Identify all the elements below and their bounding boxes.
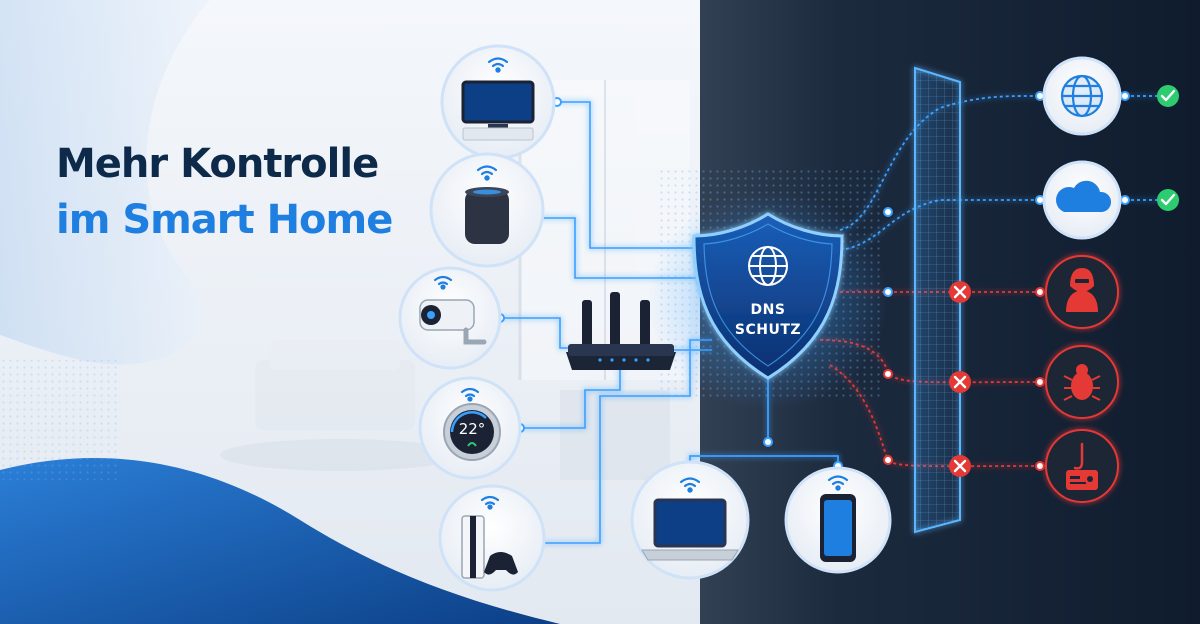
thermostat-device — [418, 376, 522, 480]
hacker-destination — [1045, 255, 1119, 329]
wifi-icon — [433, 275, 453, 290]
blocked-marker-icon — [949, 281, 971, 303]
headline-line-2: im Smart Home — [56, 197, 393, 243]
cloud-icon — [1056, 180, 1112, 212]
phishing-destination — [1045, 429, 1119, 503]
smart-speaker-device — [429, 152, 545, 268]
shield-label: DNS SCHUTZ — [716, 300, 820, 340]
headline-line-1: Mehr Kontrolle — [56, 141, 379, 187]
globe-icon — [748, 246, 788, 286]
router-icon — [566, 292, 676, 370]
game-console-icon — [461, 515, 518, 579]
security-camera-device — [398, 266, 502, 370]
globe-icon — [1060, 74, 1104, 118]
laptop-icon — [641, 498, 739, 561]
game-console-device — [438, 484, 546, 592]
tv-device — [440, 44, 556, 160]
security-camera-icon — [419, 299, 487, 345]
wifi-icon — [827, 475, 849, 491]
smart-speaker-icon — [465, 187, 509, 244]
smartphone-icon — [820, 494, 856, 562]
decorative-wave-light — [0, 0, 210, 365]
thermostat-icon — [443, 403, 501, 461]
malware-destination — [1045, 345, 1119, 419]
allowed-check-icon — [1157, 189, 1179, 211]
dns-shield-icon — [648, 190, 888, 410]
decorative-wave-dark — [0, 458, 560, 624]
wifi-icon — [679, 477, 701, 493]
hacker-icon — [1066, 268, 1098, 312]
laptop-device — [630, 460, 750, 580]
firewall-wall — [914, 66, 961, 534]
wifi-icon — [476, 165, 498, 181]
shield-label-line-1: DNS — [750, 302, 786, 318]
wifi-icon — [460, 387, 480, 402]
wifi-icon — [487, 57, 509, 73]
internet-destination — [1042, 56, 1122, 136]
thermostat-temperature: 22° — [458, 420, 486, 438]
smartphone-device — [784, 466, 892, 574]
tv-icon — [461, 80, 535, 141]
allowed-check-icon — [1157, 85, 1179, 107]
blocked-marker-icon — [949, 371, 971, 393]
cloud-destination — [1042, 160, 1122, 240]
shield-label-line-2: SCHUTZ — [734, 322, 802, 338]
wifi-icon — [480, 495, 500, 510]
bug-icon — [1063, 364, 1101, 401]
headline: Mehr Kontrolle im Smart Home — [56, 136, 393, 248]
phishing-icon — [1066, 442, 1098, 490]
blocked-marker-icon — [949, 455, 971, 477]
